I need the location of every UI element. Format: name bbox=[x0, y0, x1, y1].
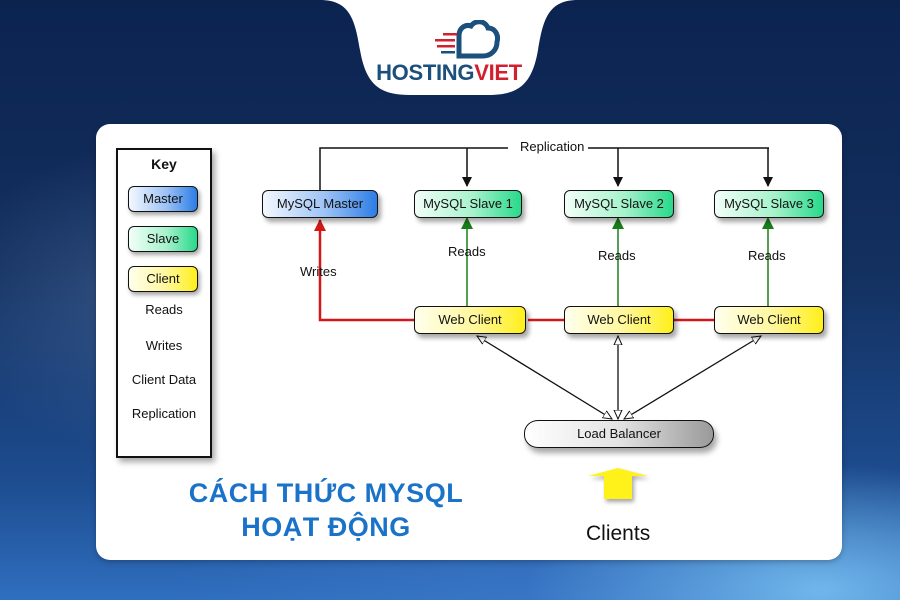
web-client-3-node: Web Client bbox=[714, 306, 824, 334]
clients-label: Clients bbox=[586, 522, 651, 545]
cloud-speed-icon bbox=[435, 20, 500, 59]
writes-arrow-master bbox=[314, 219, 414, 322]
legend-title: Key bbox=[151, 156, 177, 172]
reads-lines bbox=[461, 217, 774, 306]
legend-writes-label: Writes bbox=[145, 338, 183, 353]
page-title-line-2: HOẠT ĐỘNG bbox=[241, 512, 411, 542]
client-data-lines bbox=[477, 336, 761, 419]
replication-line-master bbox=[319, 147, 508, 190]
web-client-1-node: Web Client bbox=[414, 306, 526, 334]
writes-lines bbox=[314, 219, 714, 322]
replication-label: Replication bbox=[516, 139, 589, 154]
legend-client: Client bbox=[128, 266, 198, 292]
legend-client-data-label: Client Data bbox=[131, 372, 197, 387]
mysql-master-node: MySQL Master bbox=[262, 190, 378, 218]
reads-label-1: Reads bbox=[448, 244, 486, 259]
mysql-slave-2-node: MySQL Slave 2 bbox=[564, 190, 674, 218]
legend-slave: Slave bbox=[128, 226, 198, 252]
diagram-card: Key Master Slave Client Reads Writes Cli… bbox=[96, 124, 842, 560]
client-data-arrow-1 bbox=[477, 336, 612, 419]
brand-logo: HOSTINGVIET bbox=[320, 0, 578, 95]
load-balancer-node: Load Balancer bbox=[524, 420, 714, 448]
legend: Key Master Slave Client Reads Writes Cli… bbox=[116, 148, 212, 458]
brand-name-part2: VIET bbox=[474, 60, 522, 85]
writes-label: Writes bbox=[300, 264, 337, 279]
legend-reads-label: Reads bbox=[145, 302, 183, 317]
reads-label-3: Reads bbox=[748, 248, 786, 263]
web-client-2-node: Web Client bbox=[564, 306, 674, 334]
page-title: CÁCH THỨC MYSQL HOẠT ĐỘNG bbox=[156, 476, 496, 544]
page-title-line-1: CÁCH THỨC MYSQL bbox=[188, 478, 464, 508]
replication-lines bbox=[319, 147, 773, 190]
mysql-slave-3-node: MySQL Slave 3 bbox=[714, 190, 824, 218]
client-data-arrow-3 bbox=[624, 336, 761, 419]
clients-up-arrow-icon bbox=[588, 468, 648, 499]
mysql-slave-1-node: MySQL Slave 1 bbox=[414, 190, 522, 218]
legend-master: Master bbox=[128, 186, 198, 212]
reads-label-2: Reads bbox=[598, 248, 636, 263]
brand-name-part1: HOSTING bbox=[376, 60, 475, 85]
brand-name: HOSTINGVIET bbox=[320, 60, 578, 86]
legend-replication-label: Replication bbox=[131, 406, 197, 421]
